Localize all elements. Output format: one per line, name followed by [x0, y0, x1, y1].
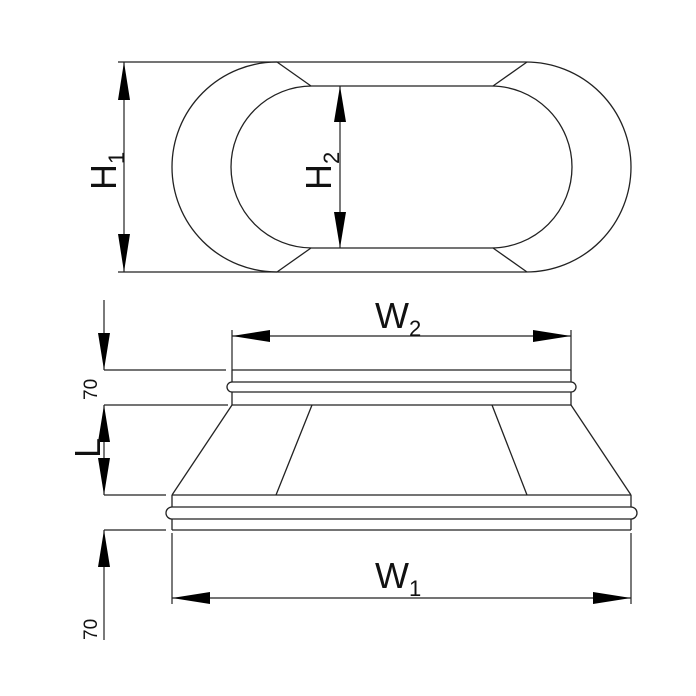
outer-oval [171, 61, 632, 273]
cone-edge [171, 404, 233, 496]
h1-label: H1 [83, 152, 129, 190]
arrow-right-icon [533, 330, 571, 342]
chamfer-line [276, 247, 312, 273]
arrow-right-icon [593, 592, 631, 604]
arrow-up-icon [98, 530, 110, 567]
w1-label: W1 [375, 555, 421, 601]
collar-bead [226, 381, 577, 393]
h2-label: H2 [298, 152, 344, 190]
arrow-up-icon [334, 86, 346, 122]
arrow-up-icon [98, 405, 110, 442]
collar-top-label: 70 [81, 379, 102, 400]
arrow-left-icon [172, 592, 210, 604]
cone-fold [491, 404, 528, 496]
arrow-down-icon [334, 212, 346, 248]
length-label: L [67, 438, 108, 458]
chamfer-line [276, 61, 312, 87]
arrow-down-icon [118, 234, 130, 272]
chamfer-line [492, 61, 528, 87]
arrow-up-icon [118, 62, 130, 100]
inner-oval [230, 85, 573, 249]
w2-label: W2 [375, 295, 421, 341]
side-view: W2 W1 70 [67, 295, 638, 640]
collar-bead [165, 506, 638, 520]
top-view: H1 H2 [83, 61, 632, 273]
arrow-down-icon [98, 333, 110, 370]
cone-fold [275, 404, 313, 496]
arrow-down-icon [98, 458, 110, 495]
arrow-left-icon [232, 330, 270, 342]
collar-bottom-label: 70 [81, 619, 102, 640]
cone-edge [570, 404, 632, 496]
chamfer-line [492, 247, 528, 273]
